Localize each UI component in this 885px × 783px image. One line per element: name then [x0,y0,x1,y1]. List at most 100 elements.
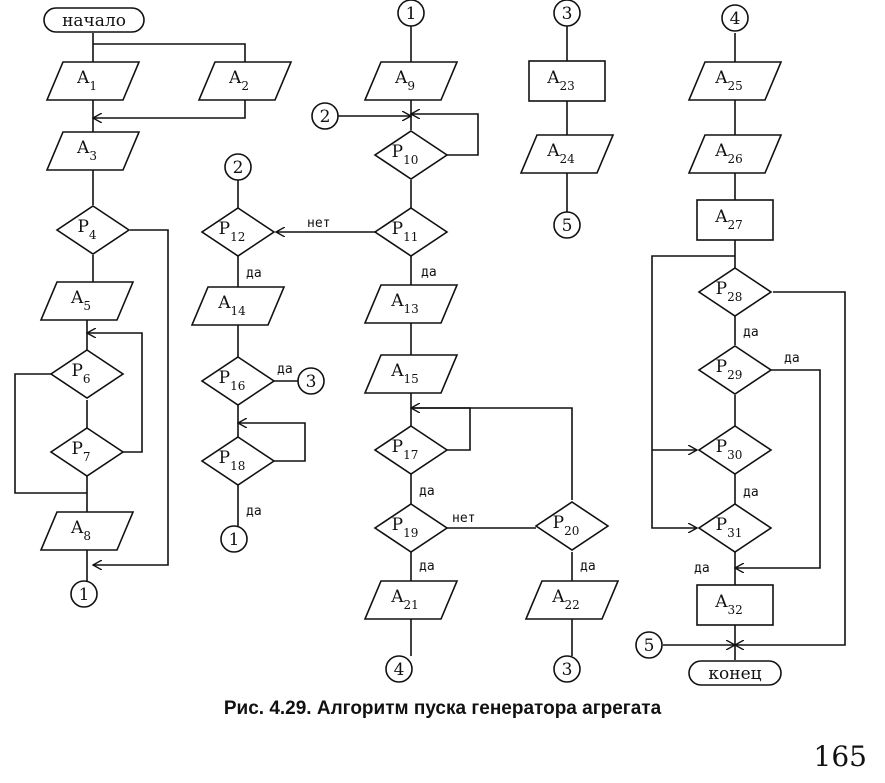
label-yes-p20: да [580,559,596,574]
block-label: A9 [394,68,415,93]
label-yes-p28: да [743,325,759,340]
block-a27: A27 [696,199,774,241]
block-label: A22 [551,587,580,612]
label-yes-p11: да [421,265,437,280]
connector-5-bottom: 5 [635,631,663,659]
block-label: A23 [546,68,575,93]
label-yes-p29: да [784,351,800,366]
block-label: A15 [390,361,419,386]
connector-3-top: 3 [553,0,581,27]
block-p7: P7 [49,427,125,477]
block-label: A25 [714,68,743,93]
block-p17: P17 [373,425,449,475]
block-label: A27 [714,207,743,232]
block-p11: P11 [373,207,449,257]
block-a5: A5 [39,281,135,321]
block-p12: P12 [200,207,276,257]
svg-text:начало: начало [62,11,126,31]
connector-4-bottom: 4 [385,655,413,683]
block-label: A14 [217,293,246,318]
branch-labels: нет нет да да да да да да да да да да да [246,216,800,576]
block-a2: A2 [197,61,293,101]
connector-5-col4: 5 [553,211,581,239]
block-label: P19 [392,515,419,540]
svg-text:1: 1 [229,530,240,550]
block-label: A24 [546,141,575,166]
svg-text:3: 3 [562,660,573,680]
svg-text:конец: конец [708,664,761,684]
block-label: P16 [219,368,246,393]
connector-1-col1: 1 [70,580,98,608]
block-a32: A32 [696,584,774,626]
block-a24: A24 [519,134,615,174]
block-label: P30 [716,437,743,462]
block-label: P17 [392,437,419,462]
block-label: P4 [77,217,96,242]
block-label: P29 [716,357,743,382]
block-p10: P10 [373,130,449,180]
svg-text:2: 2 [233,158,244,178]
block-p20: P20 [534,501,610,551]
block-p4: P4 [55,205,131,255]
block-a25: A25 [687,61,783,101]
block-p16: P16 [200,356,276,406]
label-yes-p18: да [246,504,262,519]
block-p6: P6 [49,349,125,399]
block-a22: A22 [524,580,620,620]
block-label: A1 [76,68,97,93]
block-p28: P28 [697,267,773,317]
block-a21: A21 [363,580,459,620]
block-label: A3 [76,138,97,163]
svg-text:1: 1 [406,4,417,24]
label-yes-p19: да [419,559,435,574]
block-a15: A15 [363,354,459,394]
block-a3: A3 [45,131,141,171]
end-terminal: конец [688,660,782,686]
flow-lines [14,26,846,660]
page-number: 165 [813,740,867,773]
block-label: P12 [219,219,246,244]
block-a23: A23 [528,60,606,102]
figure-caption: Рис. 4.29. Алгоритм пуска генератора агр… [223,698,662,719]
block-a13: A13 [363,284,459,324]
svg-text:3: 3 [562,4,573,24]
block-p31: P31 [697,503,773,553]
block-label: A5 [70,288,91,313]
svg-text:3: 3 [306,372,317,392]
label-yes-p17: да [419,484,435,499]
label-no-p11: нет [307,216,330,231]
block-label: A26 [714,141,743,166]
block-label: P20 [553,513,580,538]
connector-2-col2: 2 [224,153,252,181]
connector-4-top: 4 [721,4,749,32]
block-a9: A9 [363,61,459,101]
connector-3-bottom: 3 [553,655,581,683]
block-label: A13 [390,291,419,316]
block-a8: A8 [39,511,135,551]
label-yes-p16: да [277,362,293,377]
block-a14: A14 [190,286,286,326]
connector-2-left: 2 [311,102,339,130]
block-label: A32 [714,592,743,617]
label-no-p19: нет [452,511,475,526]
svg-text:4: 4 [394,660,405,680]
label-yes-p30: да [743,485,759,500]
block-p18: P18 [200,436,276,486]
svg-text:1: 1 [79,585,90,605]
block-label: A8 [70,518,91,543]
block-label: P28 [716,279,743,304]
block-a26: A26 [687,134,783,174]
block-label: A21 [390,587,419,612]
connector-1-col2: 1 [220,525,248,553]
svg-text:2: 2 [320,107,331,127]
block-label: P6 [71,361,90,386]
block-label: P11 [392,219,419,244]
block-a1: A1 [45,61,141,101]
start-terminal: начало [43,7,145,33]
label-yes-p12: да [246,266,262,281]
block-label: P18 [219,448,246,473]
label-yes-p31: да [694,561,710,576]
block-label: A2 [228,68,249,93]
connector-3-col2: 3 [297,367,325,395]
